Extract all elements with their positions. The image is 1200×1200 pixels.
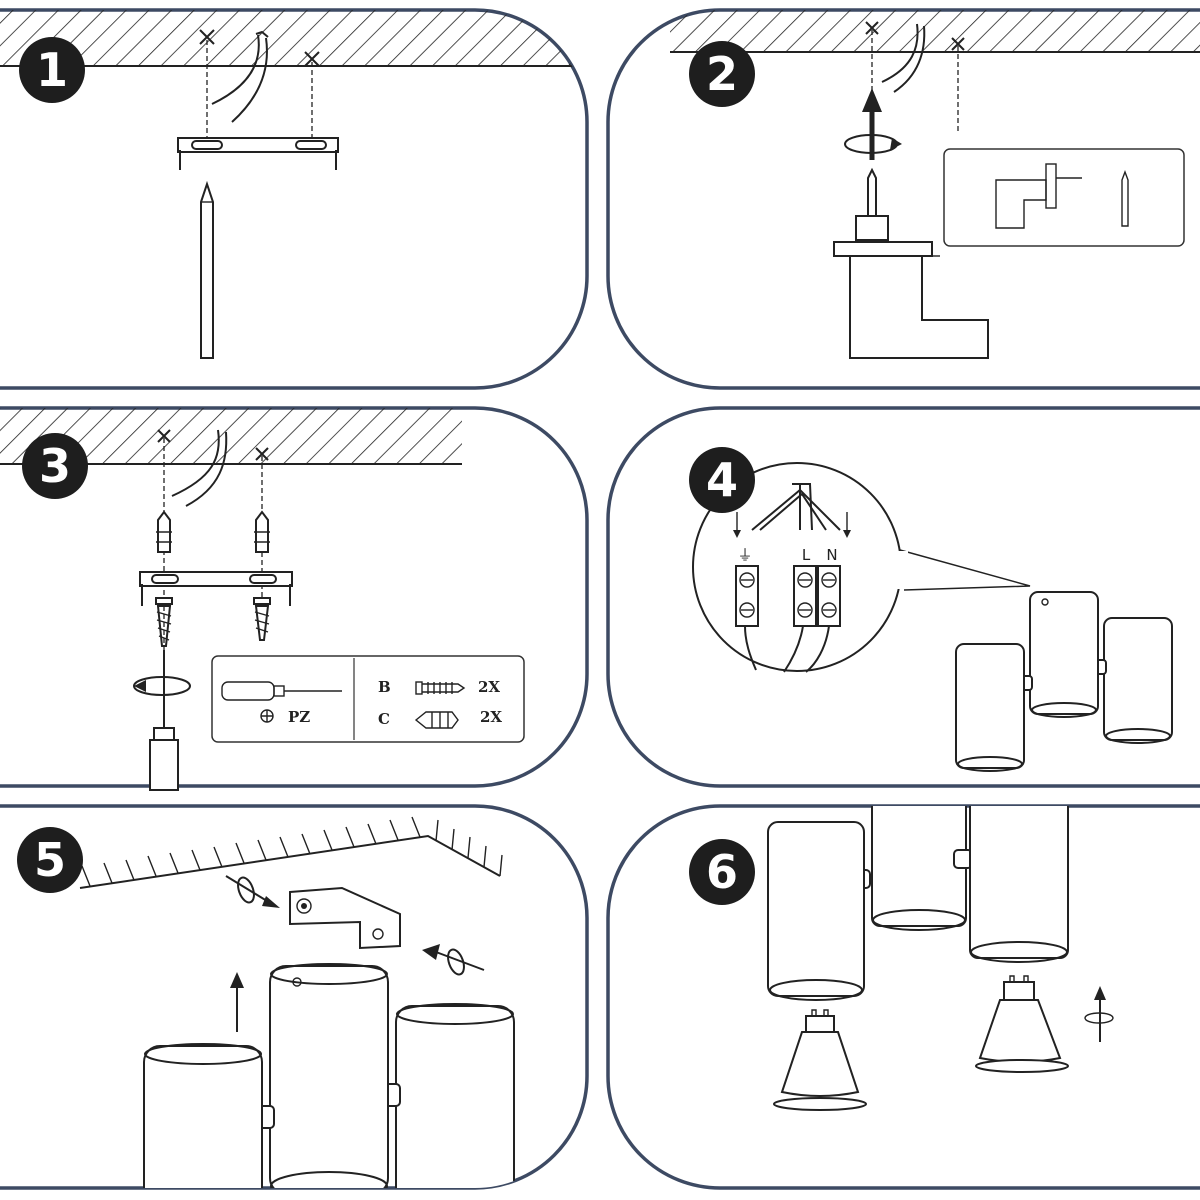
step-number: 6: [706, 845, 738, 899]
ceiling-hatch: [0, 10, 587, 66]
phillips-icon: [260, 709, 274, 723]
tool-label: PZ: [288, 708, 310, 726]
live-label: L: [802, 546, 811, 564]
part-code: C: [378, 710, 390, 728]
step-badge: [19, 37, 85, 103]
terminal-earth: [735, 565, 759, 627]
step-number: 3: [39, 439, 71, 493]
tools-box: [943, 148, 1185, 247]
screw-left: [155, 597, 173, 647]
wall-plug-left: [156, 510, 172, 553]
step-number: 2: [706, 47, 738, 101]
neutral-label: N: [826, 546, 837, 564]
ceiling-edge: [79, 816, 503, 889]
mounting-bracket: [139, 571, 293, 606]
terminal-neutral: [817, 565, 841, 627]
fixing-bracket: [289, 886, 401, 950]
drill: [833, 167, 989, 359]
pencil: [200, 180, 214, 359]
terminal-live: [793, 565, 817, 627]
drill-mark-right: [304, 51, 320, 150]
step-2-panel: 2: [606, 8, 1200, 390]
screwdriver: [149, 650, 179, 791]
lift-arrow: [230, 972, 244, 1032]
earth-symbol: ⏚: [737, 546, 752, 564]
drill-mark-left: [199, 29, 215, 150]
step-5-panel: 5: [0, 804, 589, 1190]
bulb-left: [773, 1009, 867, 1111]
twist-up-arrow: [1084, 986, 1114, 1042]
light-fixture: [767, 806, 1069, 1001]
wall-plug-right: [254, 510, 270, 553]
drill-up-arrow: [862, 88, 882, 160]
part-qty: 2X: [480, 708, 502, 726]
step-number: 5: [34, 833, 66, 887]
step-3-panel: PZ B 2X C 2X 3: [0, 406, 589, 791]
mains-cable: [171, 429, 228, 507]
drill-mark-left: [157, 429, 171, 690]
mounting-bracket: [177, 137, 339, 170]
ceiling-hatch: [670, 10, 1200, 52]
wall-plug-icon: [414, 711, 459, 729]
screw-left: [225, 875, 280, 908]
step-badge: [689, 447, 755, 513]
bulb-right: [975, 975, 1069, 1073]
step-badge: [689, 839, 755, 905]
screw-right: [253, 597, 271, 641]
drill-bit-icon: [1121, 170, 1129, 227]
step-badge: [17, 827, 83, 893]
step-badge: [689, 41, 755, 107]
rotation-arrow: [133, 676, 191, 696]
step-number: 1: [36, 43, 68, 97]
wiring-detail: ⏚ L N: [733, 483, 851, 673]
drill-mark-right: [951, 37, 965, 132]
screw-icon: [415, 681, 466, 695]
step-badge: [22, 433, 88, 499]
parts-box: PZ B 2X C 2X: [211, 655, 525, 743]
part-qty: 2X: [478, 678, 500, 696]
rotation-arrow: [844, 134, 902, 154]
step-number: 4: [706, 453, 738, 507]
drill-icon: [995, 163, 1082, 229]
screw-right: [422, 944, 485, 976]
step-6-panel: 6: [606, 804, 1200, 1190]
part-code: B: [378, 678, 391, 696]
screwdriver-icon: [221, 681, 342, 701]
step-1-panel: 1: [0, 8, 589, 390]
light-fixture: [955, 591, 1173, 772]
step-4-panel: ⏚ L N: [606, 406, 1200, 788]
light-fixture: [143, 963, 515, 1188]
mains-cable: [881, 23, 926, 93]
mains-cable: [211, 30, 269, 123]
